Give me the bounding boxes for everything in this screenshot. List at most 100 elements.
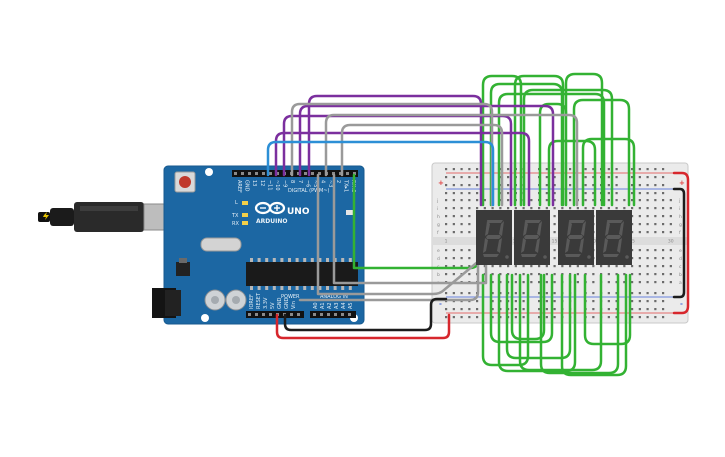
breadboard-hole[interactable] [507,168,510,171]
breadboard-hole[interactable] [522,207,525,210]
breadboard-hole[interactable] [468,257,471,260]
breadboard-hole[interactable] [514,308,517,311]
breadboard-hole[interactable] [538,281,541,284]
breadboard-hole[interactable] [553,265,556,268]
breadboard-hole[interactable] [646,176,649,179]
breadboard-hole[interactable] [615,273,618,276]
breadboard-hole[interactable] [607,281,610,284]
breadboard-hole[interactable] [499,168,502,171]
breadboard-hole[interactable] [669,223,672,226]
breadboard-hole[interactable] [522,308,525,311]
breadboard-hole[interactable] [553,223,556,226]
header-pin[interactable] [297,172,300,175]
breadboard-hole[interactable] [445,231,448,234]
header-pin[interactable] [269,313,272,316]
wire-green[interactable] [481,273,530,367]
breadboard-hole[interactable] [607,199,610,202]
breadboard-hole[interactable] [507,265,510,268]
breadboard-hole[interactable] [584,265,587,268]
breadboard-hole[interactable] [530,265,533,268]
breadboard-hole[interactable] [662,215,665,218]
header-pin[interactable] [262,172,265,175]
breadboard-hole[interactable] [460,192,463,195]
breadboard-hole[interactable] [468,207,471,210]
header-pin[interactable] [311,172,314,175]
breadboard-hole[interactable] [514,273,517,276]
breadboard-hole[interactable] [445,316,448,319]
header-pin[interactable] [248,172,251,175]
breadboard-hole[interactable] [607,308,610,311]
reset-button[interactable] [179,176,191,188]
breadboard-hole[interactable] [592,316,595,319]
breadboard-hole[interactable] [576,273,579,276]
header-pin[interactable] [346,172,349,175]
breadboard-hole[interactable] [638,215,641,218]
breadboard-hole[interactable] [452,192,455,195]
header-pin[interactable] [339,172,342,175]
breadboard-hole[interactable] [468,215,471,218]
breadboard-hole[interactable] [452,257,455,260]
breadboard-hole[interactable] [592,265,595,268]
breadboard-hole[interactable] [615,316,618,319]
breadboard-hole[interactable] [445,249,448,252]
header-pin[interactable] [241,172,244,175]
wire-green[interactable] [505,273,572,360]
header-pin[interactable] [248,313,251,316]
breadboard-hole[interactable] [584,199,587,202]
breadboard-hole[interactable] [646,316,649,319]
breadboard-hole[interactable] [654,223,657,226]
breadboard-hole[interactable] [452,249,455,252]
breadboard-hole[interactable] [476,308,479,311]
header-pin[interactable] [327,313,330,316]
breadboard-hole[interactable] [662,207,665,210]
breadboard-hole[interactable] [553,207,556,210]
breadboard-hole[interactable] [553,168,556,171]
breadboard-hole[interactable] [654,316,657,319]
breadboard-hole[interactable] [522,273,525,276]
breadboard-hole[interactable] [522,281,525,284]
breadboard-hole[interactable] [476,184,479,187]
breadboard-hole[interactable] [499,199,502,202]
breadboard-hole[interactable] [662,223,665,226]
breadboard-hole[interactable] [468,223,471,226]
breadboard-hole[interactable] [654,281,657,284]
breadboard-hole[interactable] [491,265,494,268]
header-pin[interactable] [269,172,272,175]
breadboard-hole[interactable] [638,199,641,202]
breadboard-hole[interactable] [584,192,587,195]
breadboard-hole[interactable] [646,223,649,226]
breadboard-hole[interactable] [615,300,618,303]
breadboard-hole[interactable] [607,300,610,303]
breadboard-hole[interactable] [638,273,641,276]
breadboard-hole[interactable] [662,257,665,260]
breadboard-hole[interactable] [491,207,494,210]
breadboard-hole[interactable] [592,192,595,195]
breadboard-hole[interactable] [638,281,641,284]
breadboard-hole[interactable] [468,231,471,234]
breadboard-hole[interactable] [654,184,657,187]
breadboard-hole[interactable] [646,168,649,171]
breadboard-hole[interactable] [476,207,479,210]
breadboard-hole[interactable] [452,215,455,218]
breadboard-hole[interactable] [445,184,448,187]
wire-green[interactable] [510,273,546,341]
breadboard-hole[interactable] [669,199,672,202]
breadboard-hole[interactable] [662,168,665,171]
breadboard-hole[interactable] [615,265,618,268]
breadboard-hole[interactable] [507,192,510,195]
breadboard-hole[interactable] [460,199,463,202]
breadboard-hole[interactable] [646,184,649,187]
wire-gray[interactable] [290,102,494,207]
breadboard-hole[interactable] [460,257,463,260]
breadboard-hole[interactable] [631,249,634,252]
breadboard-hole[interactable] [452,223,455,226]
wire-green[interactable] [572,98,631,207]
breadboard-hole[interactable] [607,184,610,187]
breadboard-hole[interactable] [545,199,548,202]
breadboard-hole[interactable] [514,300,517,303]
breadboard-hole[interactable] [669,257,672,260]
breadboard-hole[interactable] [452,308,455,311]
breadboard-hole[interactable] [561,265,564,268]
breadboard-hole[interactable] [615,292,618,295]
breadboard-hole[interactable] [491,300,494,303]
